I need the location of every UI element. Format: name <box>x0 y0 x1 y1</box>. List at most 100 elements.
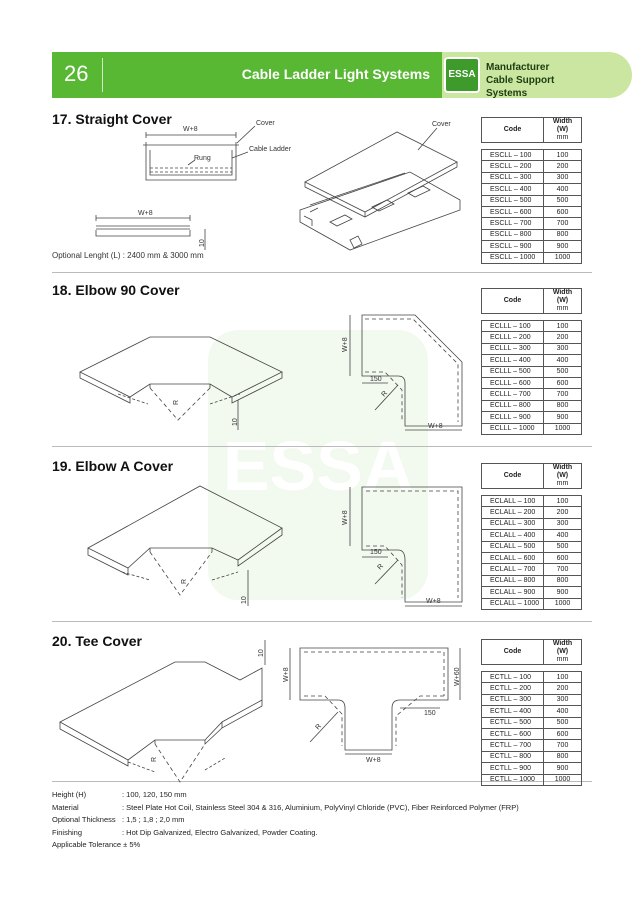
cell-code: ECTLL – 400 <box>481 705 544 718</box>
spec-label: Optional Thickness <box>52 815 116 824</box>
cell-width: 700 <box>543 739 582 752</box>
cell-code: ESCLL – 100 <box>481 148 544 162</box>
cell-width: 700 <box>543 388 582 401</box>
label-w60: W+60 <box>454 667 461 686</box>
cell-code: ESCLL – 600 <box>481 205 544 219</box>
label-r: R <box>181 579 188 584</box>
cell-code: ECLLL – 600 <box>481 376 544 390</box>
essa-watermark: ESSA <box>198 320 438 610</box>
elbow-90-cover-isometric <box>79 336 283 430</box>
cell-width: 1000 <box>543 773 582 786</box>
cell-width: 600 <box>543 727 582 741</box>
cell-code: ECLLL – 1000 <box>481 422 544 435</box>
table-spacer <box>482 665 582 672</box>
label-cover: Cover <box>256 120 275 127</box>
straight-cover-section-view <box>95 125 256 250</box>
spec-row: Applicable Tolerance ± 5% <box>52 839 519 852</box>
column-header-width: Width (W)mm <box>543 117 582 143</box>
section-divider <box>52 446 592 447</box>
cell-width: 200 <box>543 682 582 695</box>
width-header-label: Width (W) <box>552 118 573 133</box>
cell-width: 500 <box>543 365 582 378</box>
spec-value: : Hot Dip Galvanized, Electro Galvanized… <box>122 827 318 837</box>
header-green-band: 26 Cable Ladder Light Systems <box>52 52 442 98</box>
spec-value: : Steel Plate Hot Coil, Stainless Steel … <box>122 802 519 812</box>
label-ten: 10 <box>232 418 239 426</box>
page-number: 26 <box>64 61 89 86</box>
spec-value: : 1,5 ; 1,8 ; 2,0 mm <box>122 815 185 824</box>
cell-code: ESCLL – 1000 <box>481 251 544 264</box>
cell-width: 900 <box>543 240 582 253</box>
section-title-straight-cover: 17. Straight Cover <box>52 111 172 127</box>
width-header-label: Width (W) <box>552 640 573 655</box>
column-header-code: Code <box>481 288 544 314</box>
spec-row: Optional Thickness : 1,5 ; 1,8 ; 2,0 mm <box>52 814 519 827</box>
label-ten: 10 <box>258 649 265 657</box>
label-rung: Rung <box>194 155 211 162</box>
label-w8-bottom: W+8 <box>426 598 441 605</box>
spec-row: Material : Steel Plate Hot Coil, Stainles… <box>52 802 519 815</box>
cell-width: 1000 <box>543 597 582 610</box>
label-cable-ladder: Cable Ladder <box>249 146 292 153</box>
cell-code: ECLALL – 600 <box>481 551 544 565</box>
cell-width: 300 <box>543 693 582 707</box>
cell-code: ESCLL – 400 <box>481 183 544 196</box>
column-header-width: Width (W)mm <box>543 639 582 665</box>
cell-width: 300 <box>543 517 582 531</box>
label-ten: 10 <box>241 596 248 604</box>
section-title-elbow-90-cover: 18. Elbow 90 Cover <box>52 282 180 298</box>
spec-label: Material <box>52 802 79 812</box>
label-w8-side: W+8 <box>342 337 349 352</box>
label-r-plan: R <box>314 723 323 732</box>
elbow-a-cover-plan <box>349 486 463 607</box>
cell-code: ECLLL – 500 <box>481 365 544 378</box>
column-header-code: Code <box>481 463 544 489</box>
tagline-line-1: Manufacturer <box>486 62 550 73</box>
cell-width: 800 <box>543 750 582 764</box>
cell-code: ECTLL – 800 <box>481 750 544 764</box>
tagline-line-2: Cable Support Systems <box>486 75 555 99</box>
cell-code: ECLALL – 500 <box>481 540 544 553</box>
cell-code: ECLALL – 300 <box>481 517 544 531</box>
cell-width: 100 <box>543 670 582 684</box>
cell-width: 500 <box>543 540 582 553</box>
table-spacer <box>482 489 582 496</box>
cell-code: ECTLL – 700 <box>481 739 544 752</box>
label-w8-top: W+8 <box>183 126 198 133</box>
cell-code: ESCLL – 800 <box>481 228 544 242</box>
section-title-elbow-a-cover: 19. Elbow A Cover <box>52 458 174 474</box>
cell-code: ECLLL – 100 <box>481 319 544 333</box>
cell-width: 200 <box>543 160 582 173</box>
cell-width: 700 <box>543 563 582 576</box>
spec-label: Height (H) <box>52 790 87 799</box>
width-header-unit: mm <box>556 656 569 663</box>
cell-code: ESCLL – 900 <box>481 240 544 253</box>
label-150: 150 <box>370 376 382 383</box>
cell-code: ECTLL – 600 <box>481 727 544 741</box>
cell-code: ECLLL – 400 <box>481 354 544 367</box>
label-w8-bottom: W+8 <box>138 210 153 217</box>
